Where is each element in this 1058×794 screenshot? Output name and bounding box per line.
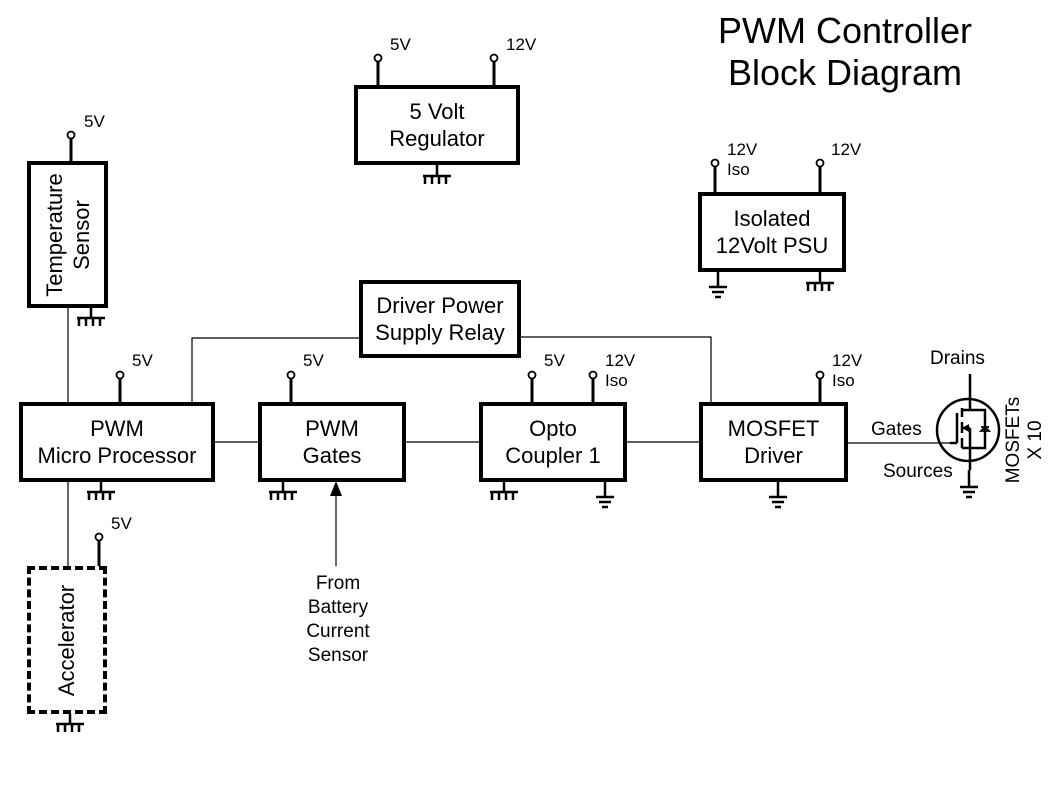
power-pin-icon: [489, 53, 499, 87]
wire-relay-to-driver: [519, 336, 712, 404]
earth-ground-icon: [709, 270, 727, 299]
earth-ground-icon: [960, 470, 978, 499]
power-label-5v: 5V: [111, 514, 132, 533]
power-label-5v: 5V: [84, 112, 105, 131]
power-label-5v: 5V: [390, 35, 411, 54]
power-pin-icon: [286, 370, 296, 404]
mosfet-sources-label: Sources: [883, 461, 953, 482]
power-pin-icon: [710, 158, 720, 194]
chassis-ground-icon: [490, 480, 518, 500]
power-pin-icon: [815, 370, 825, 404]
power-pin-icon: [94, 532, 104, 568]
earth-ground-icon: [596, 480, 614, 509]
chassis-ground-icon: [806, 270, 834, 291]
power-pin-icon: [115, 370, 125, 404]
power-label-5v: 5V: [132, 351, 153, 370]
power-pin-icon: [527, 370, 537, 404]
diagram-title: PWM Controller Block Diagram: [717, 10, 973, 93]
chassis-ground-icon: [77, 306, 105, 326]
power-pin-icon: [66, 130, 76, 163]
block-accelerator[interactable]: Accelerator: [27, 566, 107, 714]
chassis-ground-icon: [423, 163, 451, 184]
mosfet-arrow-icon: [962, 424, 969, 432]
power-label-5v: 5V: [544, 351, 565, 370]
chassis-ground-icon: [269, 480, 297, 500]
mosfet-icon: [935, 374, 1001, 470]
mosfet-drains-label: Drains: [930, 348, 985, 369]
arrow-head-icon: [330, 481, 342, 496]
power-label-12v: 12V: [831, 140, 862, 159]
power-label-5v: 5V: [303, 351, 324, 370]
wire-micro-to-relay: [191, 337, 361, 404]
power-pin-icon: [588, 370, 598, 404]
mosfet-diode-icon: [978, 425, 992, 432]
earth-ground-icon: [769, 480, 787, 509]
battery-sensor-label: From Battery Current Sensor: [306, 573, 370, 666]
chassis-ground-icon: [56, 712, 84, 732]
power-pin-icon: [373, 53, 383, 87]
chassis-ground-icon: [87, 480, 115, 500]
power-label-12v: 12V: [506, 35, 537, 54]
mosfet-count-label: MOSFETs X 10: [1003, 396, 1046, 484]
power-pin-icon: [815, 158, 825, 194]
mosfet-gates-label: Gates: [871, 419, 922, 440]
